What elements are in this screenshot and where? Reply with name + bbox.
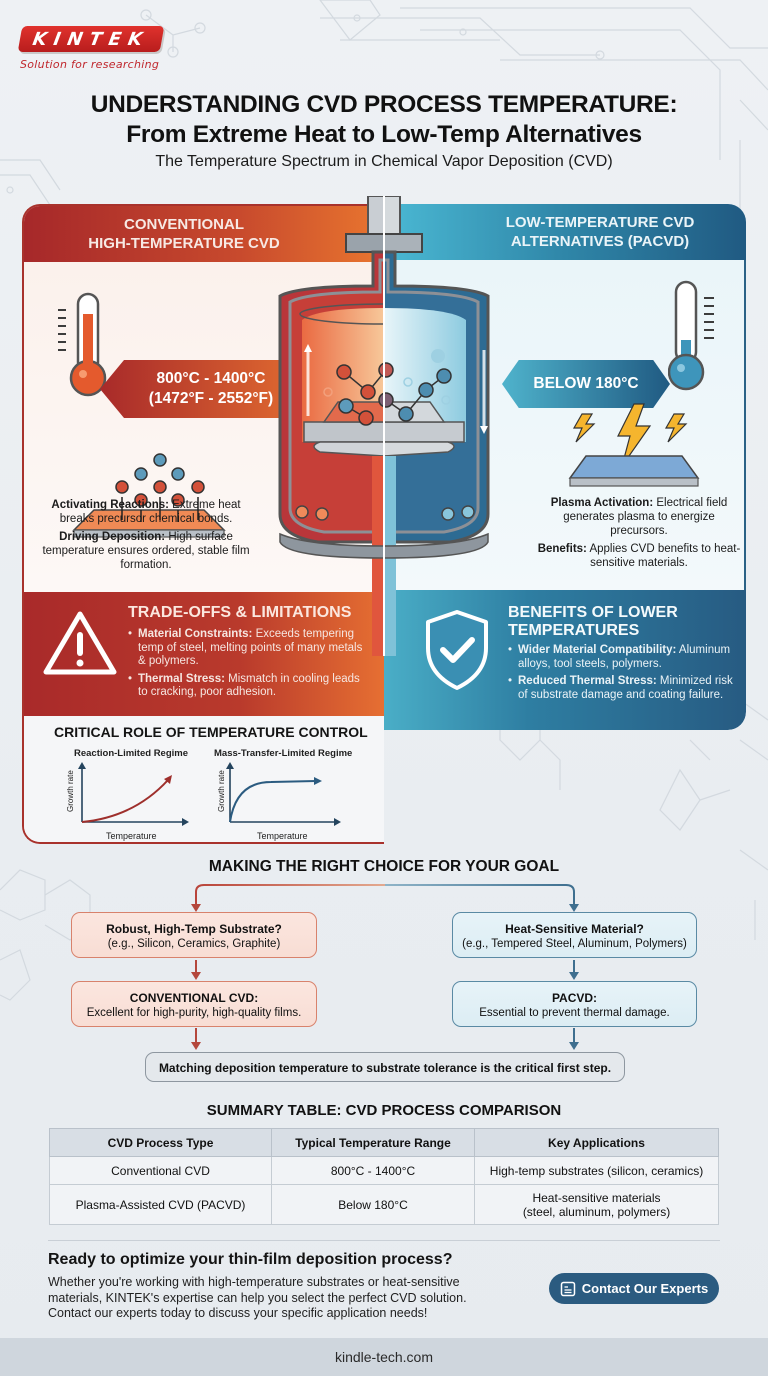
point-benefits: Benefits: Applies CVD benefits to heat-s… (537, 543, 741, 569)
column-header: Key Applications (474, 1128, 719, 1157)
table-row: Plasma-Assisted CVD (PACVD) Below 180°C … (49, 1184, 719, 1225)
x-axis-label: Temperature (106, 831, 157, 841)
footer-site-link[interactable]: kindle-tech.com (334, 1349, 434, 1365)
warning-icon (43, 611, 117, 675)
contact-card-icon (560, 1281, 576, 1296)
y-axis-label: Growth rate (217, 770, 226, 812)
mass-transfer-limited-title: Mass-Transfer-Limited Regime (214, 748, 353, 759)
summary-table: CVD Process Type Typical Temperature Ran… (49, 1128, 719, 1225)
table-cell: Heat-sensitive materials (steel, aluminu… (474, 1184, 719, 1225)
high-temp-substrate-question: Robust, High-Temp Substrate?(e.g., Silic… (71, 912, 317, 958)
logo-badge: KINTEK (17, 26, 165, 52)
column-header: Typical Temperature Range (271, 1128, 475, 1157)
kintek-logo[interactable]: KINTEK Solution for researching (17, 26, 168, 71)
footer: kindle-tech.com (0, 1338, 768, 1376)
benefit-item: Wider Material Compatibility: Aluminum a… (508, 644, 738, 671)
point-activating-reactions: Activating Reactions: Extreme heat break… (51, 499, 241, 525)
reaction-limited-graph: Growth rate (66, 762, 189, 826)
high-temp-range-tag: 800°C - 1400°C (1472°F - 2552°F) (100, 360, 300, 418)
thermometer-hot-icon (58, 292, 107, 397)
x-axis-label: Temperature (257, 831, 308, 841)
conventional-cvd-description: Activating Reactions: Extreme heat break… (36, 498, 256, 576)
table-cell: 800°C - 1400°C (271, 1156, 475, 1185)
mass-transfer-limited-graph: Growth rate (217, 762, 341, 826)
benefits-list: Wider Material Compatibility: Aluminum a… (508, 644, 738, 706)
y-axis-label: Growth rate (66, 770, 75, 812)
page-title: UNDERSTANDING CVD PROCESS TEMPERATURE: F… (90, 91, 678, 148)
reaction-limited-title: Reaction-Limited Regime (74, 748, 189, 759)
decision-conclusion: Matching deposition temperature to subst… (145, 1052, 625, 1082)
temperature-control-section: CRITICAL ROLE OF TEMPERATURE CONTROL Rea… (24, 716, 384, 842)
pacvd-description: Plasma Activation: Electrical field gene… (534, 496, 744, 574)
column-header: CVD Process Type (49, 1128, 272, 1157)
summary-table-title: SUMMARY TABLE: CVD PROCESS COMPARISON (206, 1102, 562, 1119)
low-temp-range-tag: BELOW 180°C (502, 360, 670, 408)
table-header-row: CVD Process Type Typical Temperature Ran… (49, 1128, 719, 1157)
tradeoffs-title: TRADE-OFFS & LIMITATIONS (128, 604, 352, 621)
benefit-item: Reduced Thermal Stress: Minimized risk o… (508, 675, 738, 702)
decision-flow-arrows (191, 884, 579, 1050)
cta-text: Whether you're working with high-tempera… (48, 1275, 467, 1320)
shield-check-icon (426, 610, 488, 690)
cvd-reactor-illustration (278, 196, 490, 656)
table-cell: Plasma-Assisted CVD (PACVD) (49, 1184, 272, 1225)
cta-title: Ready to optimize your thin-film deposit… (48, 1251, 453, 1268)
tradeoff-item: Material Constraints: Exceeds tempering … (128, 628, 368, 669)
thermometer-cool-icon (668, 280, 714, 391)
logo-tagline: Solution for researching (20, 58, 160, 71)
conventional-cvd-answer: CONVENTIONAL CVD:Excellent for high-puri… (71, 981, 317, 1027)
pacvd-heading: LOW-TEMPERATURE CVD ALTERNATIVES (PACVD) (384, 204, 746, 260)
conventional-cvd-heading: CONVENTIONAL HIGH-TEMPERATURE CVD (24, 206, 384, 262)
plasma-lightning-icon (568, 403, 700, 487)
table-row: Conventional CVD 800°C - 1400°C High-tem… (49, 1156, 719, 1185)
point-plasma-activation: Plasma Activation: Electrical field gene… (550, 497, 728, 537)
page-subtitle: The Temperature Spectrum in Chemical Vap… (155, 153, 613, 170)
section-divider (48, 1240, 720, 1241)
heated-substrate-icon (72, 453, 226, 538)
benefits-section: BENEFITS OF LOWER TEMPERATURES Wider Mat… (384, 590, 746, 730)
table-cell: High-temp substrates (silicon, ceramics) (474, 1156, 719, 1185)
decision-flow-title: MAKING THE RIGHT CHOICE FOR YOUR GOAL (208, 858, 560, 875)
heat-sensitive-question: Heat-Sensitive Material?(e.g., Tempered … (452, 912, 697, 958)
table-cell: Below 180°C (271, 1184, 475, 1225)
temperature-control-title: CRITICAL ROLE OF TEMPERATURE CONTROL (54, 724, 368, 740)
pacvd-answer: PACVD:Essential to prevent thermal damag… (452, 981, 697, 1027)
benefits-title: BENEFITS OF LOWER TEMPERATURES (508, 604, 678, 639)
contact-experts-button[interactable]: Contact Our Experts (549, 1273, 719, 1304)
point-driving-deposition: Driving Deposition: High surface tempera… (42, 531, 250, 571)
table-cell: Conventional CVD (49, 1156, 272, 1185)
tradeoffs-section: TRADE-OFFS & LIMITATIONS Material Constr… (24, 592, 384, 716)
tradeoffs-list: Material Constraints: Exceeds tempering … (128, 628, 368, 704)
tradeoff-item: Thermal Stress: Mismatch in cooling lead… (128, 673, 368, 700)
